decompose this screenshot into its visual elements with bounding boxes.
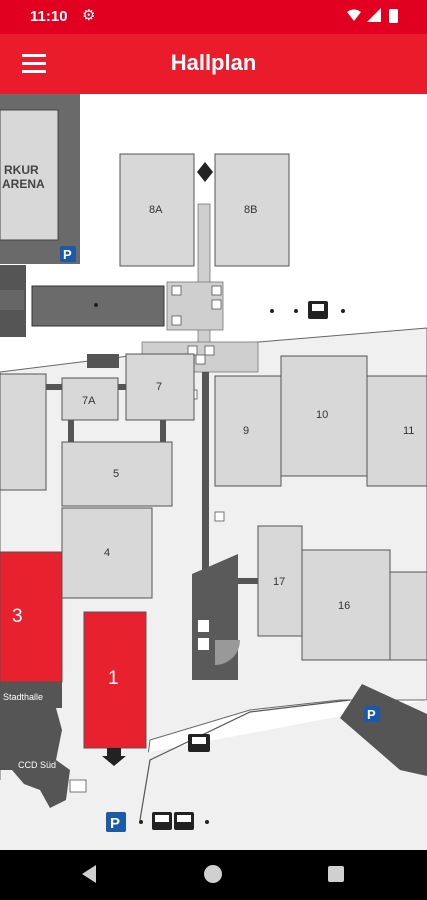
arena-label-1: RKUR (4, 163, 39, 177)
connector-17 (238, 578, 258, 584)
wifi-icon (347, 9, 361, 21)
back-icon[interactable] (82, 865, 96, 883)
hall-7a[interactable] (61, 377, 119, 421)
status-bar: 11:10 ⚙ (0, 0, 427, 34)
south-entrance-quarter (215, 640, 240, 665)
hall-11[interactable] (366, 375, 427, 487)
hall-7a-label: 7A (82, 395, 96, 407)
hall-11-label: 11 (403, 425, 414, 437)
hall-9-label: 9 (243, 425, 249, 437)
page-title: Hallplan (170, 50, 257, 75)
parking-icon-arena[interactable] (60, 246, 76, 262)
home-icon[interactable] (204, 865, 222, 883)
status-time: 11:10 (30, 8, 68, 25)
menu-icon[interactable] (22, 54, 46, 74)
dark-strip (31, 285, 165, 327)
connector-5b (160, 420, 166, 442)
hall-left-partial[interactable] (0, 373, 47, 491)
parking-label-arena: P (63, 247, 72, 262)
connector-left (46, 384, 62, 390)
hall-map[interactable]: RKUR ARENA P 8A 8B (0, 94, 427, 850)
hall-8a[interactable] (119, 153, 195, 267)
connector-5a (68, 420, 74, 442)
connector-7a-7 (118, 384, 126, 390)
settings-gear-icon: ⚙ (82, 7, 96, 24)
corridor-dark (202, 372, 209, 572)
hall-10[interactable] (280, 355, 368, 477)
toilet-icon-ccd (69, 779, 87, 793)
transport-icons (270, 301, 345, 319)
ccd-sued-label: CCD Süd (18, 760, 56, 770)
hall-10-label: 10 (316, 409, 328, 421)
parking-label-east: P (367, 707, 376, 722)
east-parking-building[interactable] (340, 684, 427, 776)
ccd-sued-building[interactable] (0, 708, 70, 808)
hall-8a-label: 8A (149, 204, 163, 216)
hall-1[interactable] (83, 611, 147, 749)
hall-5-label: 5 (113, 468, 119, 480)
signal-icon (367, 8, 381, 22)
info-dot (94, 303, 98, 307)
hall-17[interactable] (257, 525, 303, 637)
hall-8b-label: 8B (244, 204, 257, 216)
toilet-icon-entrance (198, 638, 209, 650)
arena-label-2: ARENA (2, 177, 45, 191)
info-icon-entrance (198, 620, 209, 632)
stadthalle-building[interactable] (0, 682, 62, 708)
entrance-arrow-icon (197, 162, 213, 182)
app-bar: Hallplan (0, 34, 427, 94)
hall-4[interactable] (61, 507, 153, 599)
parking-icon-south[interactable] (106, 812, 126, 832)
hall-5[interactable] (61, 441, 173, 507)
parking-label-south: P (110, 815, 120, 832)
hall-3-label: 3 (12, 606, 23, 627)
recents-icon[interactable] (328, 866, 344, 882)
hall-right-partial[interactable] (389, 571, 427, 661)
arena-side-inner (0, 290, 24, 310)
entrance-arrow-hall-1-icon (102, 748, 126, 766)
hall-9[interactable] (214, 375, 282, 487)
parking-icon-east[interactable] (364, 706, 380, 722)
hall-3[interactable] (0, 551, 63, 683)
small-dark-block (87, 354, 119, 368)
hall-7-label: 7 (156, 381, 162, 393)
hall-17-label: 17 (273, 576, 285, 588)
hall-map-canvas[interactable]: RKUR ARENA P 8A 8B (0, 94, 427, 850)
battery-icon (389, 9, 398, 23)
hall-16[interactable] (301, 549, 391, 661)
arena-inner (0, 109, 59, 241)
status-icons (345, 8, 405, 29)
hall-4-label: 4 (104, 547, 110, 559)
stadthalle-label: Stadthalle (3, 692, 43, 702)
hall-8b[interactable] (214, 153, 290, 267)
hall-16-label: 16 (338, 600, 350, 612)
hall-7[interactable] (125, 353, 195, 421)
toilet-icons (171, 285, 225, 522)
hall-1-label: 1 (108, 668, 119, 689)
system-nav-bar (0, 850, 427, 900)
